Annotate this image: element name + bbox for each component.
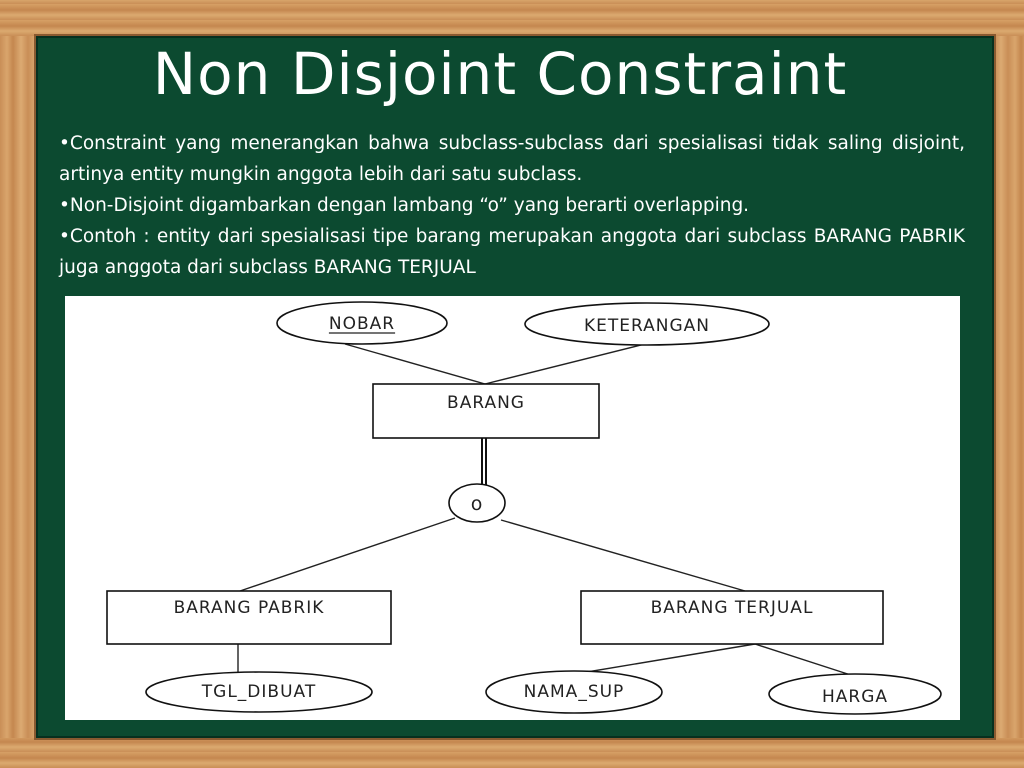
overlap-circle	[448, 483, 506, 523]
bullet-2: •Non-Disjoint digambarkan dengan lambang…	[59, 195, 750, 216]
frame-bottom	[0, 738, 1024, 768]
attr-harga-label: HARGA	[822, 687, 888, 707]
connector-circle-pabrik	[239, 517, 456, 592]
attr-nama-sup-label: NAMA_SUP	[524, 682, 625, 702]
er-diagram-canvas: NOBAR KETERANGAN BARANG o BARANG PABRIK …	[106, 301, 942, 715]
frame-top	[0, 0, 1024, 36]
entity-barang	[372, 383, 600, 439]
attr-nobar	[276, 301, 448, 345]
attr-harga	[768, 673, 942, 715]
entity-barang-pabrik-label: BARANG PABRIK	[174, 598, 325, 618]
entity-barang-label: BARANG	[447, 393, 525, 413]
attr-tgl-dibuat	[145, 671, 373, 713]
slide-title: Non Disjoint Constraint	[152, 40, 848, 108]
bullet-1: •Constraint yang menerangkan bahwa subcl…	[59, 133, 965, 185]
bullet-list: •Constraint yang menerangkan bahwa subcl…	[59, 128, 965, 283]
er-diagram: NOBAR KETERANGAN BARANG o BARANG PABRIK …	[65, 296, 960, 720]
attr-nama-sup	[485, 670, 663, 714]
connector-circle-terjual	[500, 519, 746, 592]
bullet-3: •Contoh : entity dari spesialisasi tipe …	[59, 226, 965, 278]
attr-keterangan	[524, 302, 770, 346]
connector-keterangan-barang	[484, 343, 646, 385]
connector-nobar-barang	[344, 343, 486, 385]
connector-terjual-harga	[754, 643, 861, 679]
overlap-symbol: o	[471, 493, 484, 515]
attr-nobar-label: NOBAR	[329, 314, 395, 334]
attr-tgl-dibuat-label: TGL_DIBUAT	[201, 682, 316, 702]
entity-barang-pabrik	[106, 590, 392, 645]
entity-barang-terjual	[580, 590, 884, 645]
connector-terjual-namasup	[574, 643, 756, 675]
attr-keterangan-label: KETERANGAN	[584, 316, 710, 336]
entity-barang-terjual-label: BARANG TERJUAL	[651, 598, 814, 618]
